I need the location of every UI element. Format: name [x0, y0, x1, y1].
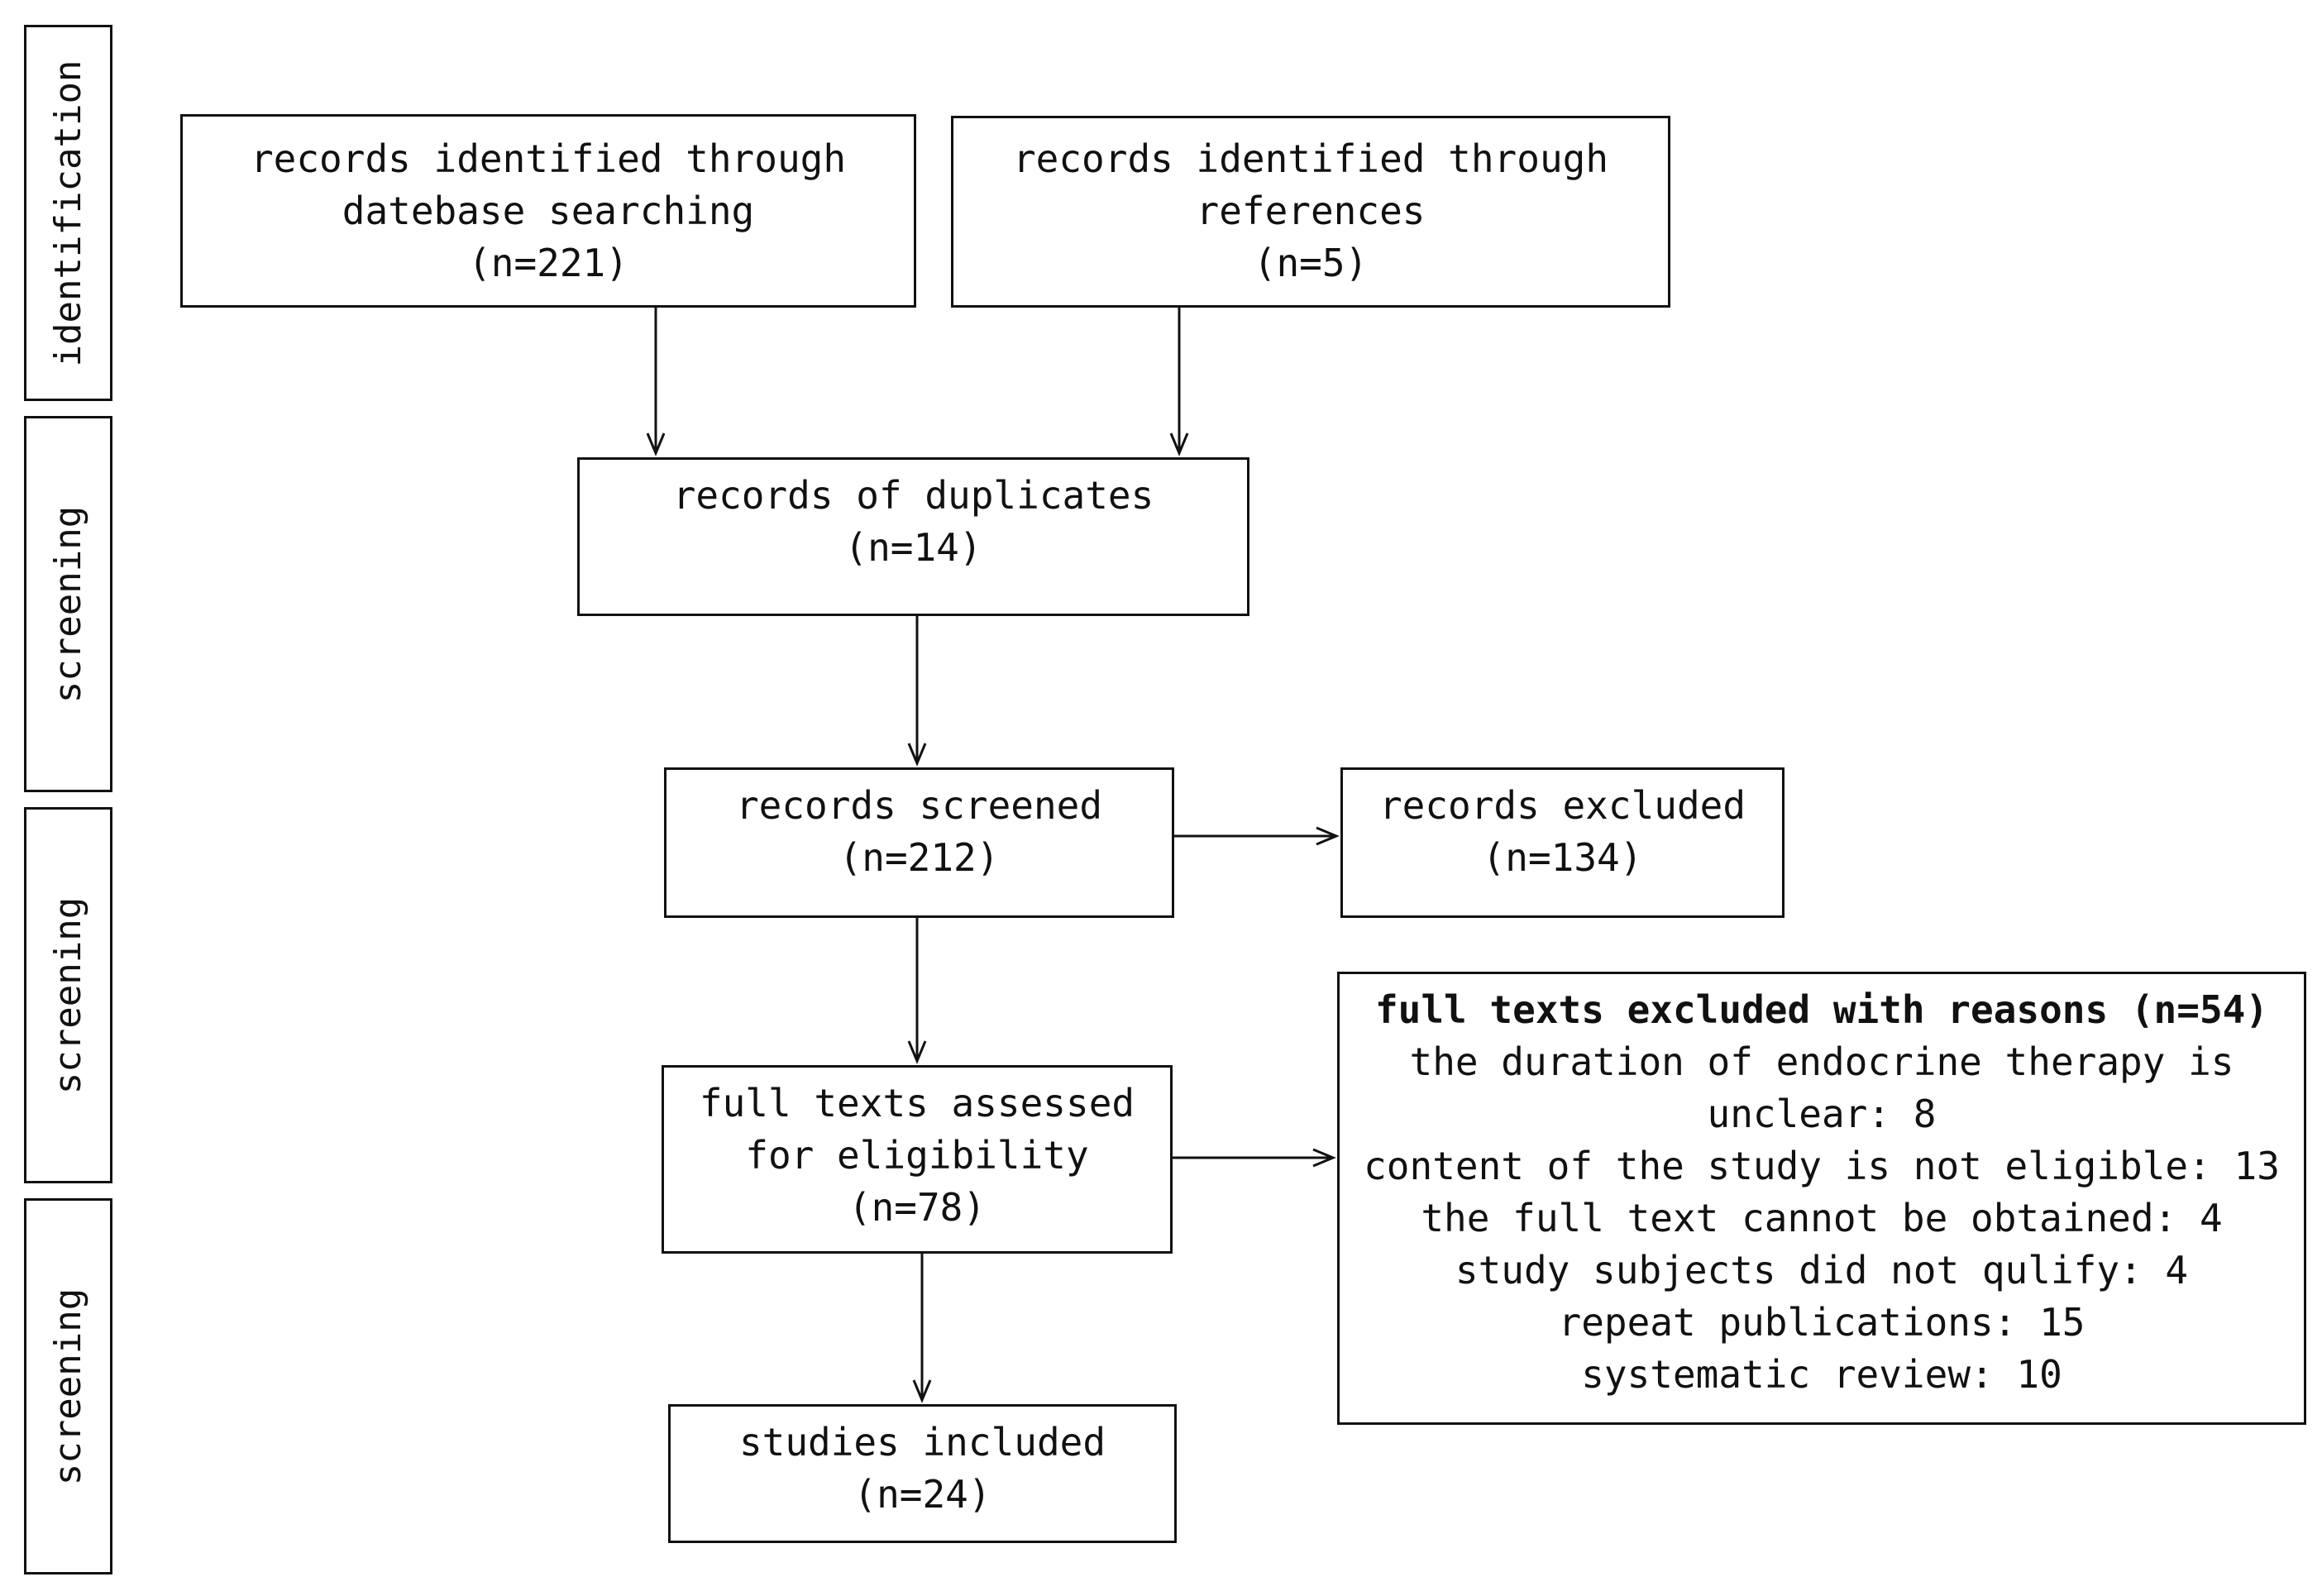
- box-line: studies included: [738, 1420, 1106, 1465]
- box-exclusion-reasons: full texts excluded with reasons (n=54) …: [1337, 972, 2306, 1425]
- reason-item: study subjects did not qulify: 4: [1455, 1248, 2189, 1293]
- box-line: for eligibility: [745, 1133, 1089, 1178]
- box-line: records screened: [735, 783, 1103, 828]
- box-count: (n=221): [468, 241, 628, 285]
- reason-item: repeat publications: 15: [1558, 1300, 2086, 1345]
- reason-item: the duration of endocrine therapy is: [1409, 1039, 2234, 1084]
- box-references: records identified through references (n…: [951, 116, 1670, 308]
- box-count: (n=134): [1482, 835, 1643, 880]
- box-line: records identified through: [1012, 136, 1609, 181]
- box-count: (n=212): [838, 835, 1000, 880]
- stage-label-screening-1: screening: [24, 416, 112, 792]
- reasons-title: full texts excluded with reasons (n=54): [1374, 987, 2269, 1032]
- box-database-search: records identified through datebase sear…: [180, 114, 916, 308]
- box-line: records identified through: [250, 136, 847, 181]
- box-count: (n=5): [1253, 241, 1369, 285]
- stage-label-screening-3: screening: [24, 1198, 112, 1574]
- reason-item: content of the study is not eligible: 13: [1364, 1144, 2280, 1188]
- stage-label-identification: identification: [24, 25, 112, 401]
- box-full-texts-assessed: full texts assessed for eligibility (n=7…: [662, 1065, 1173, 1254]
- reason-item: unclear: 8: [1707, 1092, 1937, 1136]
- box-count: (n=14): [844, 525, 982, 570]
- box-line: full texts assessed: [699, 1081, 1135, 1125]
- box-line: datebase searching: [342, 189, 755, 233]
- stage-label-screening-2: screening: [24, 807, 112, 1183]
- box-line: records of duplicates: [672, 473, 1154, 518]
- box-count: (n=78): [848, 1185, 987, 1230]
- box-records-excluded: records excluded (n=134): [1340, 767, 1784, 918]
- box-studies-included: studies included (n=24): [668, 1404, 1177, 1543]
- box-count: (n=24): [853, 1472, 991, 1517]
- reason-item: the full text cannot be obtained: 4: [1421, 1196, 2223, 1240]
- box-duplicates: records of duplicates (n=14): [577, 457, 1249, 616]
- reason-item: systematic review: 10: [1581, 1352, 2062, 1397]
- box-records-screened: records screened (n=212): [664, 767, 1174, 918]
- box-line: records excluded: [1378, 783, 1746, 828]
- box-line: references: [1196, 189, 1426, 233]
